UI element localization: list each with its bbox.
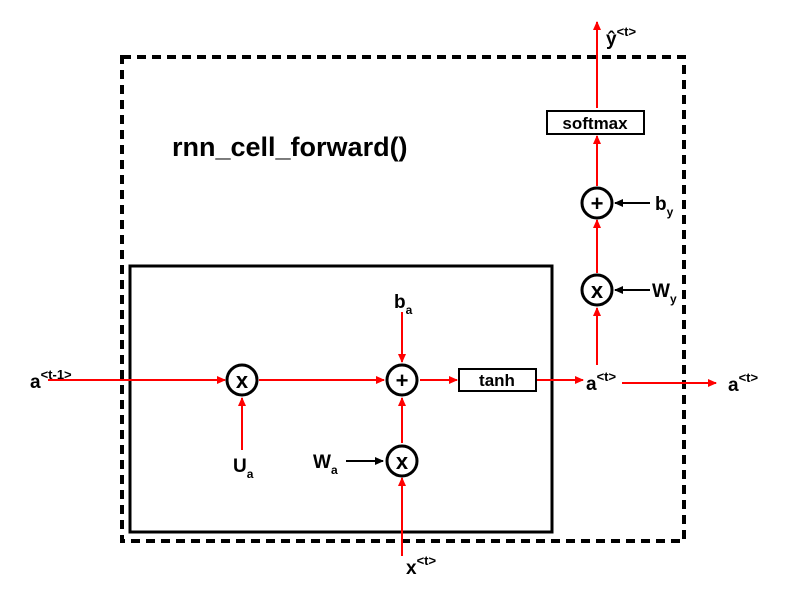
svg-text:x: x [236, 368, 249, 393]
multiply-node-ua: x [225, 363, 259, 397]
svg-text:x: x [396, 449, 409, 474]
page-title: rnn_cell_forward() [172, 132, 408, 162]
tanh-box: tanh [458, 368, 537, 392]
label-wy: Wy [652, 281, 677, 306]
svg-text:softmax: softmax [562, 114, 628, 133]
label-ba: ba [394, 292, 413, 317]
svg-text:tanh: tanh [479, 371, 515, 390]
svg-text:x: x [591, 278, 604, 303]
label-ua: Ua [233, 456, 254, 481]
svg-text:+: + [396, 368, 409, 393]
add-node-by: + [580, 186, 614, 220]
softmax-box: softmax [546, 110, 645, 135]
label-at-out: a<t> [728, 370, 758, 396]
label-yhat: ŷ<t> [606, 24, 636, 50]
svg-text:+: + [591, 191, 604, 216]
label-at-mid: a<t> [586, 369, 616, 395]
label-a-prev: a<t-1> [30, 367, 72, 393]
label-wa: Wa [313, 452, 338, 477]
inner-hidden-state-box [128, 264, 554, 534]
add-node-ba: + [385, 363, 419, 397]
multiply-node-wa: x [385, 444, 419, 478]
label-by: by [655, 194, 674, 219]
multiply-node-wy: x [580, 273, 614, 307]
label-xt: x<t> [406, 553, 436, 579]
